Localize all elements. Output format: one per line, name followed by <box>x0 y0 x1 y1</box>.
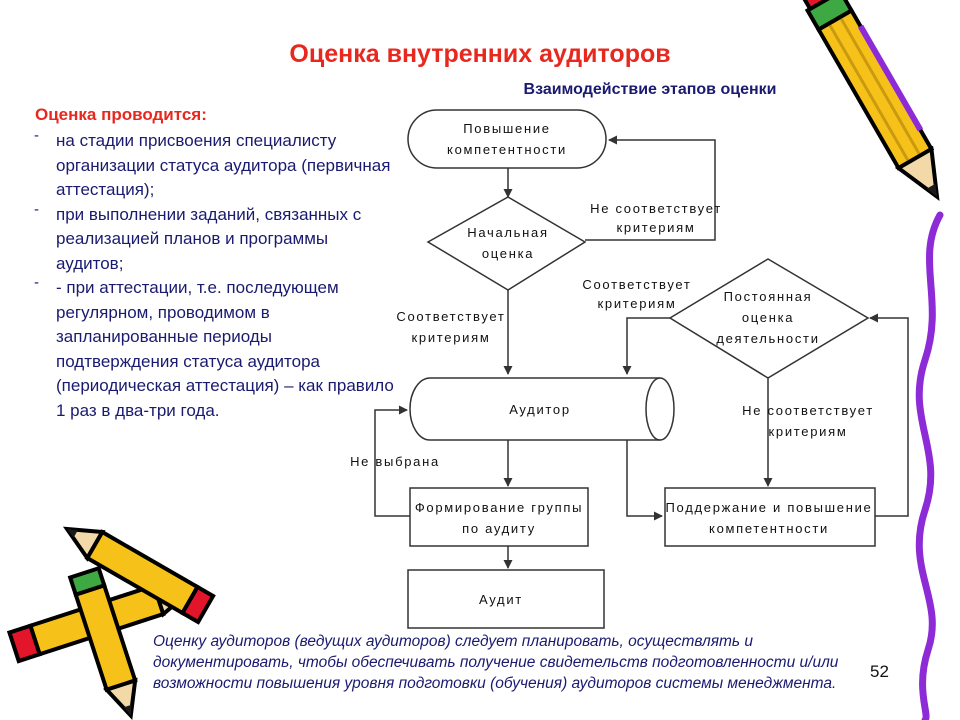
flow-nodes <box>407 109 876 629</box>
node-auditor-text: Аудитор <box>509 402 571 417</box>
node-initial-eval <box>426 196 587 291</box>
connectors <box>374 135 909 569</box>
assessment-list: на стадии присвоения специалисту организ… <box>34 124 396 423</box>
node-auditor-arc <box>645 377 661 441</box>
swirl-line <box>915 211 944 720</box>
node-audit-text: Аудит <box>479 592 523 607</box>
slide-title: Оценка внутренних аудиторов <box>289 40 671 68</box>
edge-maintain-to-constant <box>869 313 909 517</box>
list-item: при выполнении заданий, связанных с реал… <box>34 198 396 277</box>
label-not-selected: Не выбрана <box>350 454 440 469</box>
list-item: на стадии присвоения специалисту организ… <box>34 124 396 203</box>
node-form-group <box>409 487 589 547</box>
edge-constant-to-auditor <box>622 317 670 375</box>
assessment-heading: Оценка проводится: <box>35 105 207 124</box>
node-constant-eval <box>668 258 870 379</box>
edge-initial-to-competence <box>585 135 716 241</box>
edge-auditor-to-maintain <box>626 440 663 521</box>
node-audit <box>407 569 605 629</box>
page-number: 52 <box>870 662 889 681</box>
list-item: - при аттестации, т.е. последующем регул… <box>34 271 396 423</box>
node-maintain <box>664 487 876 547</box>
diagram-caption: Взаимодействие этапов оценки <box>523 81 777 98</box>
node-competence-top <box>407 109 607 169</box>
bottom-note: Оценку аудиторов (ведущих аудиторов) сле… <box>153 633 839 692</box>
edge-group-not-selected <box>374 405 410 517</box>
